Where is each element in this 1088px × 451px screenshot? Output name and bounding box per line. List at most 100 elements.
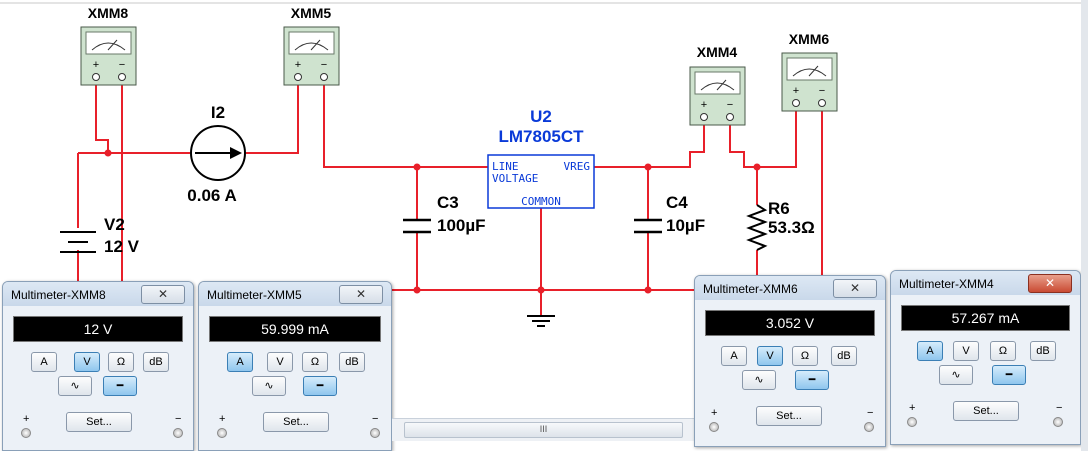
plus-terminal-label: + — [23, 413, 30, 425]
svg-text:+: + — [295, 59, 301, 71]
sine-wave-icon: ∿ — [70, 380, 80, 392]
set-button[interactable]: Set... — [66, 412, 132, 432]
close-button[interactable]: ✕ — [1028, 274, 1072, 293]
mode-amps-button[interactable]: A — [917, 341, 943, 361]
ac-mode-button[interactable]: ∿ — [742, 370, 776, 390]
svg-text:VREG: VREG — [564, 160, 591, 173]
multimeter-xmm5-window[interactable]: Multimeter-XMM5 ✕ 59.999 mA A V Ω dB ∿ ━… — [198, 281, 392, 451]
scrollbar-thumb[interactable]: III — [404, 422, 683, 438]
mode-volts-button[interactable]: V — [267, 352, 293, 372]
mode-ohms-button[interactable]: Ω — [108, 352, 134, 372]
plus-terminal-label: + — [909, 402, 916, 414]
close-button[interactable]: ✕ — [339, 285, 383, 304]
xmm4-symbol[interactable]: XMM4 + − — [689, 44, 746, 126]
resistor-r6[interactable]: R6 53.3Ω — [746, 199, 815, 251]
minus-terminal-label: − — [372, 413, 379, 425]
svg-text:+: + — [93, 59, 99, 71]
mode-db-button[interactable]: dB — [1030, 341, 1056, 361]
plus-terminal[interactable] — [21, 428, 31, 438]
meter-reading: 59.999 mA — [209, 316, 381, 342]
vertical-scrollbar[interactable] — [1081, 0, 1088, 451]
multimeter-xmm4-window[interactable]: Multimeter-XMM4 ✕ 57.267 mA A V Ω dB ∿ ━… — [890, 270, 1081, 445]
battery-v2[interactable]: V2 12 V — [60, 215, 140, 256]
multimeter-xmm8-window[interactable]: Multimeter-XMM8 ✕ 12 V A V Ω dB ∿ ━ Set.… — [2, 281, 194, 451]
window-titlebar[interactable]: Multimeter-XMM8 ✕ — [3, 282, 193, 306]
xmm4-label: XMM4 — [697, 44, 738, 60]
mode-ohms-button[interactable]: Ω — [990, 341, 1016, 361]
ac-mode-button[interactable]: ∿ — [58, 376, 92, 396]
xmm8-label: XMM8 — [88, 5, 129, 21]
dc-mode-button[interactable]: ━ — [103, 376, 137, 396]
minus-terminal-label: − — [867, 407, 874, 419]
dc-mode-button[interactable]: ━ — [795, 370, 829, 390]
capacitor-c4[interactable]: C4 10µF — [634, 193, 705, 235]
svg-text:+: + — [701, 99, 707, 111]
window-titlebar[interactable]: Multimeter-XMM6 ✕ — [695, 276, 885, 300]
svg-text:LINE: LINE — [492, 160, 519, 173]
plus-terminal-label: + — [219, 413, 226, 425]
xmm8-symbol[interactable]: XMM8 + − — [80, 5, 137, 86]
mode-amps-button[interactable]: A — [721, 346, 747, 366]
mode-db-button[interactable]: dB — [831, 346, 857, 366]
mode-amps-button[interactable]: A — [31, 352, 57, 372]
capacitor-c3[interactable]: C3 100µF — [403, 193, 486, 235]
ac-mode-button[interactable]: ∿ — [939, 365, 973, 385]
minus-terminal[interactable] — [864, 422, 874, 432]
xmm5-symbol[interactable]: XMM5 + − — [283, 5, 340, 86]
svg-text:−: − — [819, 85, 825, 97]
svg-text:−: − — [727, 99, 733, 111]
sine-wave-icon: ∿ — [264, 380, 274, 392]
svg-text:+: + — [793, 85, 799, 97]
minus-terminal[interactable] — [1053, 417, 1063, 427]
close-button[interactable]: ✕ — [833, 279, 877, 298]
set-button[interactable]: Set... — [263, 412, 329, 432]
c3-ref: C3 — [437, 193, 459, 212]
r6-ref: R6 — [768, 199, 790, 218]
mode-db-button[interactable]: dB — [339, 352, 365, 372]
minus-terminal-label: − — [1056, 402, 1063, 414]
mode-db-button[interactable]: dB — [143, 352, 169, 372]
window-titlebar[interactable]: Multimeter-XMM4 ✕ — [891, 271, 1080, 295]
window-title: Multimeter-XMM8 — [11, 288, 106, 302]
sine-wave-icon: ∿ — [754, 374, 764, 386]
plus-terminal[interactable] — [907, 417, 917, 427]
svg-text:VOLTAGE: VOLTAGE — [492, 172, 538, 185]
minus-terminal[interactable] — [370, 428, 380, 438]
minus-terminal-label: − — [175, 413, 182, 425]
mode-volts-button[interactable]: V — [757, 346, 783, 366]
mode-ohms-button[interactable]: Ω — [302, 352, 328, 372]
set-button[interactable]: Set... — [756, 406, 822, 426]
xmm6-label: XMM6 — [789, 31, 830, 47]
ac-mode-button[interactable]: ∿ — [252, 376, 286, 396]
mode-volts-button[interactable]: V — [953, 341, 979, 361]
plus-terminal[interactable] — [217, 428, 227, 438]
mode-amps-button[interactable]: A — [227, 352, 253, 372]
meter-reading: 57.267 mA — [901, 305, 1070, 331]
svg-text:−: − — [119, 59, 125, 71]
regulator-u2[interactable]: U2 LM7805CT LINE VOLTAGE VREG COMMON — [487, 107, 595, 209]
mode-ohms-button[interactable]: Ω — [792, 346, 818, 366]
xmm6-symbol[interactable]: XMM6 + − — [781, 31, 838, 112]
dc-line-icon: ━ — [808, 374, 816, 386]
c4-value: 10µF — [666, 216, 705, 235]
meter-reading: 12 V — [13, 316, 183, 342]
horizontal-scrollbar[interactable]: III — [392, 418, 695, 441]
close-button[interactable]: ✕ — [141, 285, 185, 304]
multimeter-xmm6-window[interactable]: Multimeter-XMM6 ✕ 3.052 V A V Ω dB ∿ ━ S… — [694, 275, 886, 447]
dc-mode-button[interactable]: ━ — [992, 365, 1026, 385]
minus-terminal[interactable] — [173, 428, 183, 438]
sine-wave-icon: ∿ — [951, 369, 961, 381]
current-source-i2[interactable]: I2 0.06 A — [187, 103, 246, 205]
wires — [77, 78, 823, 316]
i2-ref: I2 — [211, 103, 225, 122]
wire-nodes — [104, 149, 761, 294]
r6-value: 53.3Ω — [768, 218, 815, 237]
set-button[interactable]: Set... — [953, 401, 1019, 421]
dc-mode-button[interactable]: ━ — [303, 376, 337, 396]
window-titlebar[interactable]: Multimeter-XMM5 ✕ — [199, 282, 391, 306]
plus-terminal[interactable] — [709, 422, 719, 432]
c4-ref: C4 — [666, 193, 688, 212]
u2-part: LM7805CT — [498, 127, 584, 146]
mode-volts-button[interactable]: V — [74, 352, 100, 372]
window-title: Multimeter-XMM5 — [207, 288, 302, 302]
